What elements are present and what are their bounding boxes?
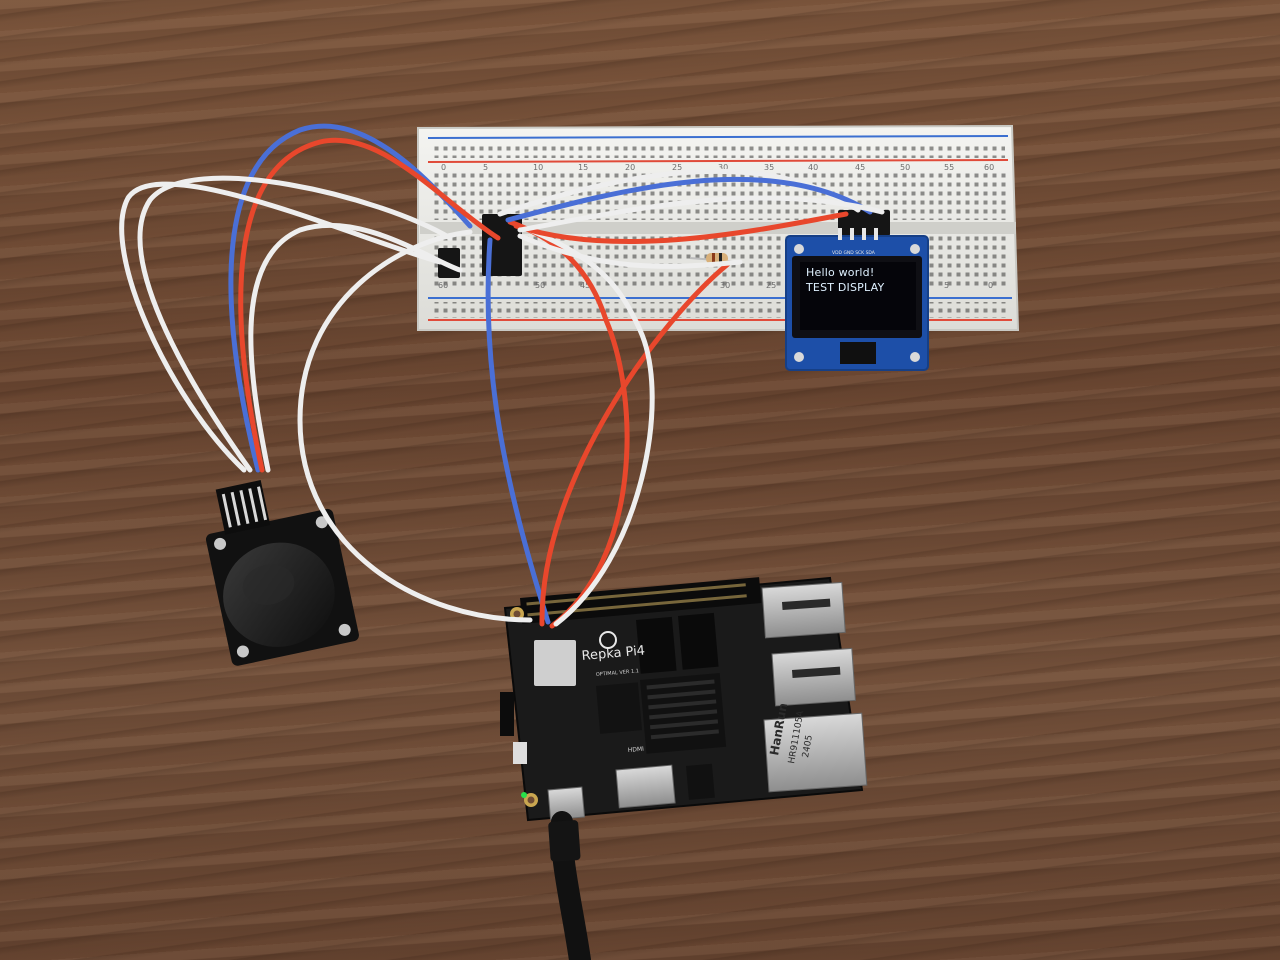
oled-pin-labels: VDD GND SCK SDA — [832, 250, 876, 256]
svg-text:20: 20 — [625, 163, 635, 172]
hdmi-port — [615, 764, 676, 809]
svg-text:45: 45 — [580, 281, 590, 290]
oled-line-2: TEST DISPLAY — [806, 281, 885, 294]
hdmi-label: HDMI — [628, 746, 645, 754]
svg-text:50: 50 — [535, 281, 545, 290]
svg-text:15: 15 — [578, 163, 588, 172]
svg-text:45: 45 — [855, 163, 865, 172]
svg-text:5: 5 — [483, 163, 488, 172]
usb-port-1 — [761, 581, 846, 639]
board-name-label: Repka Pi4 — [581, 644, 646, 664]
svg-text:40: 40 — [808, 163, 818, 172]
svg-text:50: 50 — [900, 163, 910, 172]
board-version-label: OPTIMAL VER 1.1 — [596, 668, 640, 678]
svg-text:0: 0 — [988, 281, 993, 290]
ethernet-port: HanRun HR911105A 2405 — [763, 702, 868, 793]
oled-line-1: Hello world! — [806, 266, 875, 279]
audio-jack — [686, 763, 715, 800]
ethernet-code: 2405 — [801, 734, 815, 758]
breadboard-column-numbers-bottom: 60 50 45 30 25 5 0 — [438, 281, 993, 290]
oled-display-module: VDD GND SCK SDA — [785, 228, 929, 371]
svg-text:60: 60 — [438, 281, 448, 290]
svg-text:10: 10 — [533, 163, 543, 172]
svg-text:60: 60 — [984, 163, 994, 172]
svg-text:30: 30 — [718, 163, 728, 172]
svg-text:25: 25 — [766, 281, 776, 290]
svg-text:55: 55 — [944, 163, 954, 172]
svg-text:0: 0 — [441, 163, 446, 172]
heatsink — [640, 673, 727, 754]
usb-port-2 — [771, 647, 856, 707]
breadboard-column-numbers-top: 0 5 10 15 20 25 30 35 40 45 50 55 60 — [441, 163, 994, 172]
svg-text:25: 25 — [672, 163, 682, 172]
svg-text:30: 30 — [720, 281, 730, 290]
joystick-module: MH — [205, 480, 359, 666]
repka-pi4-board: Repka Pi4 OPTIMAL VER 1.1 HDMI HanRun HR… — [500, 576, 868, 822]
jumper-wires — [119, 123, 885, 629]
svg-text:35: 35 — [764, 163, 774, 172]
svg-text:5: 5 — [944, 281, 949, 290]
